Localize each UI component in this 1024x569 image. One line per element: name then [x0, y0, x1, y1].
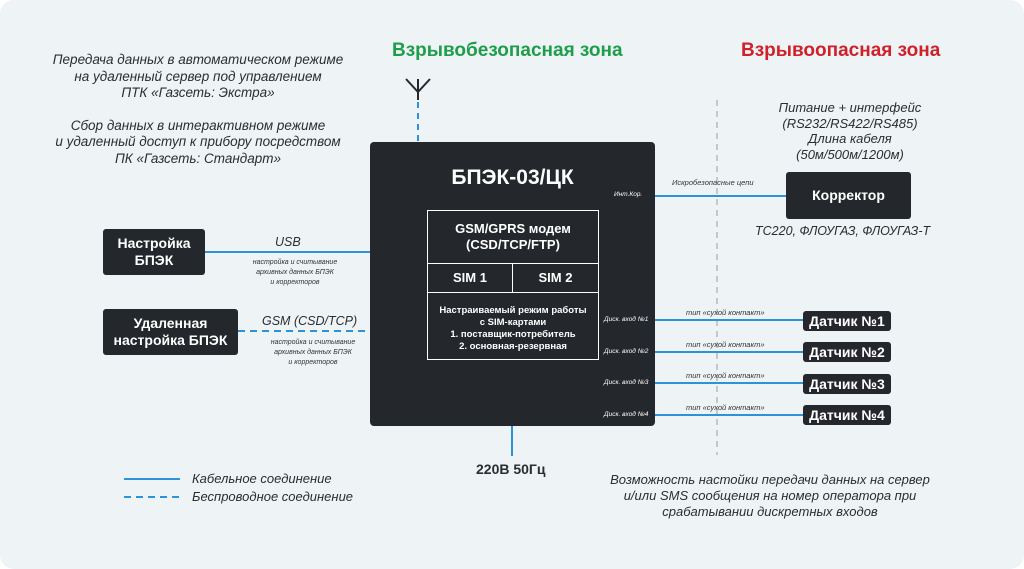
sensor-box-4: Датчик №4	[803, 405, 891, 425]
corrector-models: ТС220, ФЛОУГАЗ, ФЛОУГАЗ-Т	[755, 224, 931, 238]
note-line: и/или SMS сообщения на номер оператора п…	[623, 488, 917, 503]
corrector-spec-line: (RS232/RS422/RS485)	[782, 115, 918, 131]
note-line: срабатывании дискретных входов	[662, 504, 878, 519]
corrector-spec-line: (50м/500м/1200м)	[796, 146, 904, 162]
sim-mode-text: Настраиваемый режим работы с SIM-картами…	[428, 305, 598, 353]
power-label: 220В 50Гц	[476, 461, 546, 477]
discrete-input-label-1: Диск. вход №1	[604, 316, 649, 323]
sensor-box-2: Датчик №2	[803, 342, 891, 362]
sensor-link-label-2: тип «сухой контакт»	[686, 340, 765, 349]
sim2-slot: SIM 2	[538, 270, 573, 285]
setup-desc-line: архивных данных БПЭК	[256, 269, 334, 276]
remote-desc-line: архивных данных БПЭК	[274, 349, 352, 356]
corrector-box: Корректор	[786, 172, 911, 219]
sensor-link-label-4: тип «сухой контакт»	[686, 403, 765, 412]
desc-line: Сбор данных в интерактивном режиме	[70, 117, 326, 133]
discrete-input-label-4: Диск. вход №4	[604, 411, 649, 418]
discrete-input-label-2: Диск. вход №2	[604, 348, 649, 355]
sensor-link-label-1: тип «сухой контакт»	[686, 308, 765, 317]
remote-setup-box-line: Удаленная	[133, 315, 208, 331]
sim-row: SIM 1 SIM 2	[428, 263, 598, 293]
intrinsically-safe-link-label: Искробезопасные цепи	[672, 178, 754, 187]
top-left-description: Передача данных в автоматическом режиме …	[28, 52, 368, 167]
corrector-spec-line: Длина кабеля	[808, 131, 892, 146]
safe-zone-title: Взрывобезопасная зона	[392, 40, 623, 61]
sensor-box-1: Датчик №1	[803, 311, 891, 331]
discrete-input-label-3: Диск. вход №3	[604, 379, 649, 386]
hazard-zone-title: Взрывоопасная зона	[741, 40, 941, 61]
corrector-specs: Питание + интерфейс (RS232/RS422/RS485) …	[740, 100, 960, 162]
antenna-icon	[405, 78, 431, 100]
main-unit-box: БПЭК-03/ЦК Инт.Кор. GSM/GPRS модем (CSD/…	[370, 142, 655, 426]
desc-line: на удаленный сервер под управлением	[74, 68, 322, 84]
modem-title-line: GSM/GPRS модем	[455, 221, 571, 236]
sensor-link-label-3: тип «сухой контакт»	[686, 371, 765, 380]
int-kor-port-label: Инт.Кор.	[614, 191, 643, 198]
sim-mode-line: 1. поставщик-потребитель	[450, 329, 576, 340]
sim-mode-line: Настраиваемый режим работы	[439, 305, 587, 316]
setup-desc-line: настройка и считывание	[252, 259, 338, 266]
sms-notification-note: Возможность настойки передачи данных на …	[560, 472, 980, 520]
note-line: Возможность настойки передачи данных на …	[610, 472, 930, 487]
setup-box: Настройка БПЭК	[103, 229, 205, 275]
setup-link-desc: настройка и считывание архивных данных Б…	[230, 258, 360, 288]
desc-line: Передача данных в автоматическом режиме	[52, 52, 344, 67]
legend-wireless-label: Беспроводное соединение	[192, 489, 354, 504]
main-unit-title: БПЭК-03/ЦК	[451, 166, 574, 189]
desc-line: ПК «Газсеть: Стандарт»	[114, 150, 282, 166]
sim-mode-line: 2. основная-резервная	[459, 341, 567, 352]
modem-block: GSM/GPRS модем (CSD/TCP/FTP) SIM 1 SIM 2…	[427, 210, 599, 360]
setup-box-line: Настройка	[117, 235, 191, 251]
remote-desc-line: и корректоров	[288, 359, 338, 366]
remote-link-desc: настройка и считывание архивных данных Б…	[248, 338, 378, 368]
sim1-slot: SIM 1	[428, 264, 513, 292]
remote-setup-box-line: настройка БПЭК	[113, 332, 228, 348]
setup-desc-line: и корректоров	[270, 279, 320, 286]
remote-setup-box: Удаленная настройка БПЭК	[103, 309, 238, 355]
sensor-box-3: Датчик №3	[803, 374, 891, 394]
desc-line: ПТК «Газсеть: Экстра»	[121, 85, 275, 100]
modem-title-line: (CSD/TCP/FTP)	[466, 237, 560, 252]
sim-mode-line: с SIM-картами	[479, 317, 547, 328]
legend-cable-label: Кабельное соединение	[192, 471, 332, 486]
modem-title: GSM/GPRS модем (CSD/TCP/FTP)	[428, 221, 598, 253]
setup-box-line: БПЭК	[134, 252, 174, 268]
desc-line: и удаленный доступ к прибору посредством	[55, 134, 341, 149]
desc-line	[28, 102, 368, 118]
usb-link-label: USB	[275, 235, 301, 249]
corrector-spec-line: Питание + интерфейс	[778, 100, 922, 115]
remote-desc-line: настройка и считывание	[270, 339, 356, 346]
gsm-link-label: GSM (CSD/TCP)	[262, 314, 358, 328]
